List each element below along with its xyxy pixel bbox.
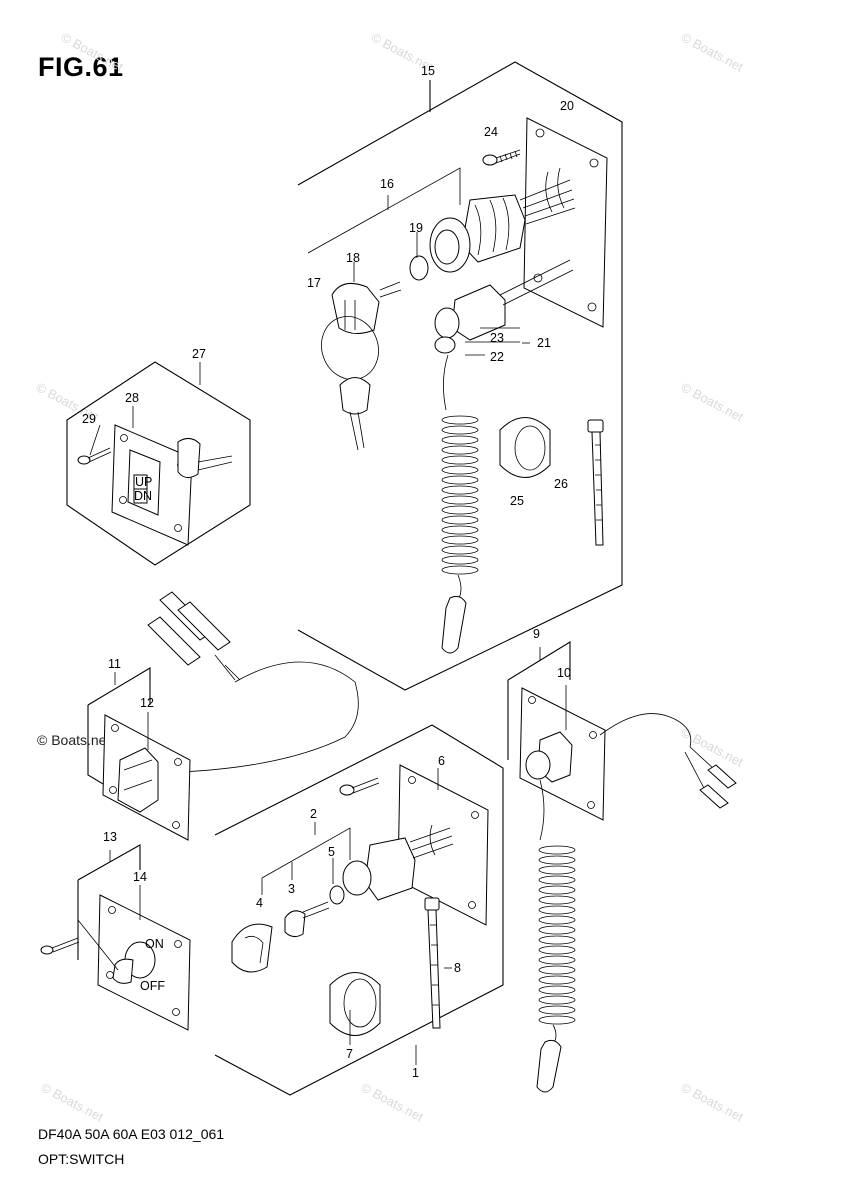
ignition-switch-2 xyxy=(342,824,454,901)
callout-14: 14 xyxy=(133,870,147,884)
svg-text:OFF: OFF xyxy=(140,979,165,993)
callout-23: 23 xyxy=(490,331,504,345)
switch-14: ON OFF xyxy=(97,885,191,1031)
key-3 xyxy=(284,901,330,938)
screw-13 xyxy=(40,919,119,971)
callout-10: 10 xyxy=(557,666,571,680)
svg-text:© Boats.net: © Boats.net xyxy=(679,1079,747,1124)
callout-7: 7 xyxy=(346,1047,353,1061)
stop-switch-21 xyxy=(434,259,574,356)
diagram-code: DF40A 50A 60A E03 012_061 xyxy=(38,1126,225,1142)
svg-text:© Boats.net: © Boats.net xyxy=(679,29,747,74)
cap-19 xyxy=(409,255,429,281)
key-4 xyxy=(231,923,273,973)
callout-15: 15 xyxy=(421,64,435,78)
callout-16: 16 xyxy=(380,177,394,191)
callout-19: 19 xyxy=(409,221,423,235)
switch-12 xyxy=(102,712,191,841)
screw-24 xyxy=(482,149,521,166)
callout-11: 11 xyxy=(108,657,121,671)
callout-18: 18 xyxy=(346,251,360,265)
callout-25: 25 xyxy=(510,494,524,508)
svg-text:© Boats.net: © Boats.net xyxy=(39,1079,107,1124)
svg-text:© Boats.net: © Boats.net xyxy=(59,29,127,74)
svg-text:© Boats.net: © Boats.net xyxy=(679,379,747,424)
connector-harness xyxy=(147,591,359,773)
lanyard-9 xyxy=(536,779,576,1093)
callout-6: 6 xyxy=(438,754,445,768)
assembly-15-leaders xyxy=(307,167,530,344)
callout-26: 26 xyxy=(554,477,568,491)
callout-numbers: 15 20 24 16 19 18 17 23 21 22 25 26 27 2… xyxy=(82,64,574,1080)
cable-tie-8 xyxy=(424,897,441,1029)
lanyard-22 xyxy=(441,354,479,654)
panel-plate-6 xyxy=(397,764,489,926)
cap-5 xyxy=(329,858,345,905)
assembly-27-leaders xyxy=(89,406,134,456)
assembly-27-outline xyxy=(66,361,251,566)
assembly-9-outline xyxy=(507,641,571,760)
callout-4: 4 xyxy=(256,896,263,910)
panel-plate-20 xyxy=(523,117,608,328)
svg-text:UP: UP xyxy=(135,475,152,489)
callout-3: 3 xyxy=(288,882,295,896)
screw-29 xyxy=(77,447,112,465)
callout-21: 21 xyxy=(537,336,551,350)
callout-8: 8 xyxy=(454,961,461,975)
assembly-1-leaders xyxy=(261,822,452,969)
callout-20: 20 xyxy=(560,99,574,113)
stop-switch-10 xyxy=(519,685,737,821)
callout-5: 5 xyxy=(328,845,335,859)
callout-1: 1 xyxy=(412,1066,419,1080)
assembly-1-outline xyxy=(214,724,504,1096)
callout-22: 22 xyxy=(490,350,504,364)
assembly-15-outline xyxy=(297,61,623,691)
callout-28: 28 xyxy=(125,391,139,405)
diagram-section-name: OPT:SWITCH xyxy=(38,1151,125,1167)
callout-13: 13 xyxy=(103,830,117,844)
ignition-switch-16 xyxy=(429,167,576,273)
svg-text:DN: DN xyxy=(134,489,152,503)
screw-6 xyxy=(339,777,380,796)
callout-24: 24 xyxy=(484,125,498,139)
cover-25 xyxy=(499,417,551,478)
callout-29: 29 xyxy=(82,412,96,426)
cover-7 xyxy=(329,972,381,1045)
cable-tie-26 xyxy=(587,419,604,546)
callout-17: 17 xyxy=(307,276,321,290)
svg-text:© Boats.net: © Boats.net xyxy=(359,1079,427,1124)
callout-27: 27 xyxy=(192,347,206,361)
key-17 xyxy=(321,281,402,451)
watermark-text: © Boats.net xyxy=(37,732,111,748)
svg-text:ON: ON xyxy=(145,937,164,951)
figure-title: FIG.61 xyxy=(38,52,124,82)
callout-12: 12 xyxy=(140,696,154,710)
trim-switch-28: UP DN xyxy=(111,424,233,546)
callout-2: 2 xyxy=(310,807,317,821)
callout-9: 9 xyxy=(533,627,540,641)
